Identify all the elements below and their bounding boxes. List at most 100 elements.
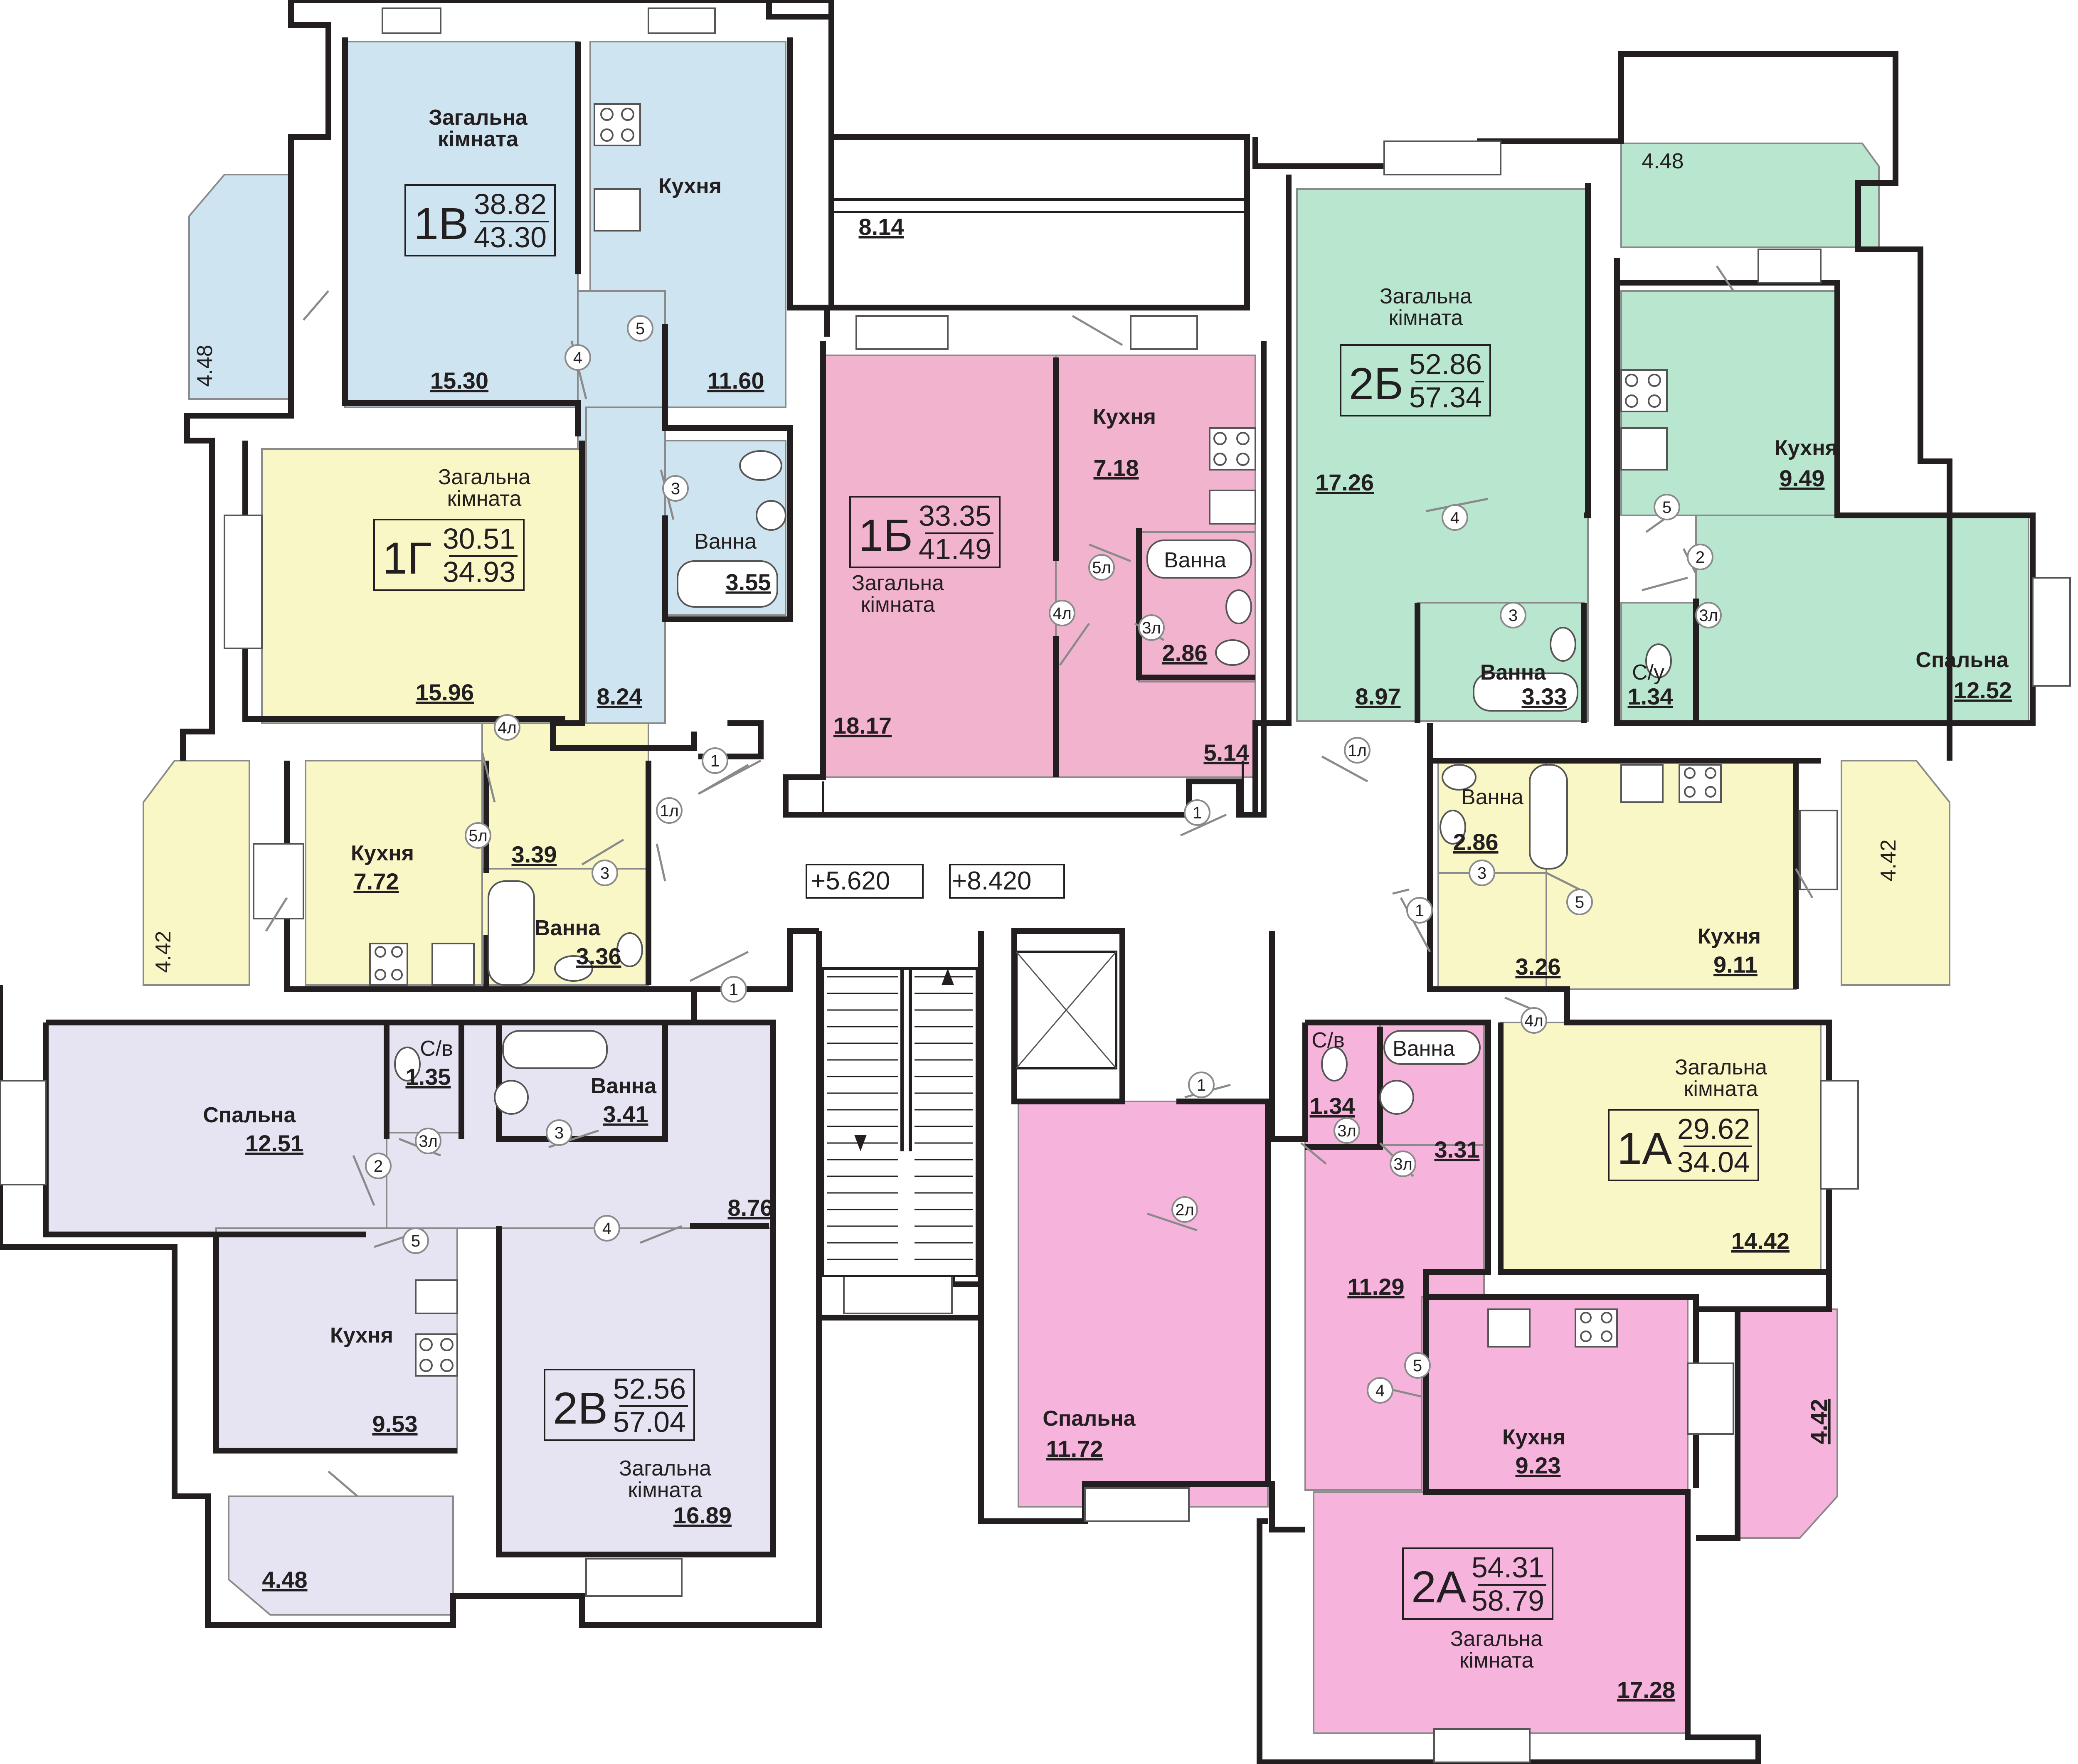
door-marker-label: 3л [1142,619,1161,637]
balcony-area: 4.48 [262,1567,308,1593]
room-1a-kitchen [1546,760,1797,990]
door-marker-circle [1334,1117,1360,1144]
door-marker-circle [1049,600,1075,626]
door-marker-circle [402,1227,429,1254]
balcony-2v [228,1495,454,1616]
unit-1g-box [373,519,525,591]
door-marker-circle [627,315,653,342]
door-marker-circle [465,822,491,849]
room-area: 9.23 [1516,1452,1561,1478]
door-marker-circle [1695,602,1722,628]
room-name: Ванна [535,916,601,940]
room-name: Кухня [1698,924,1761,949]
room-1v-living [344,41,579,408]
door-marker-circle [1344,737,1371,764]
door-marker-label: 5 [1575,893,1584,912]
room-name: Ванна [1393,1037,1455,1061]
unit-2v-total-area: 57.04 [613,1406,686,1438]
room-1a-living [1500,1022,1822,1273]
unit-1v-living-area: 38.82 [474,188,547,220]
room-1b-living [824,355,1057,778]
door-marker-label: 3 [600,864,609,882]
door-marker-circle [592,860,618,886]
door-marker-circle [415,1128,441,1154]
stair [822,967,978,1277]
room-name: Ванна [591,1074,657,1098]
room-name: кімната [438,127,519,151]
unit-1b-box [849,496,1001,568]
balcony-1a [1841,760,1950,986]
level-marker-1: +5.620 [811,867,890,895]
door-marker-label: 1 [729,981,738,999]
door-marker-circle [702,747,728,774]
unit-1a-box [1608,1109,1759,1181]
room-name: кімната [628,1478,703,1502]
door-marker-label: 5 [411,1232,420,1250]
room-area: 15.30 [430,367,488,394]
door-marker-label: 3 [1477,864,1486,882]
door-marker-label: 5л [468,827,488,845]
room-area: 11.72 [1046,1436,1103,1462]
unit-2a-box [1402,1547,1553,1620]
level-markers: +5.620 +8.420 [806,864,1065,899]
room-area: 17.26 [1316,469,1374,495]
door-marker-circle [494,714,520,741]
balcony-1g [143,760,250,986]
room-name: Кухня [351,841,414,865]
room-area: 1.35 [406,1064,451,1090]
door-marker-label: 5 [636,320,645,338]
balcony-area: 4.48 [1642,149,1684,173]
room-area: 14.42 [1731,1228,1790,1254]
unit-2b-total-area: 57.34 [1409,381,1482,414]
room-name: Загальна [619,1456,711,1481]
room-1a-hall [1437,872,1547,990]
door-marker-circle [1390,1151,1416,1177]
room-area: 3.26 [1516,953,1561,980]
room-name: Загальна [1675,1055,1767,1079]
room-1v-hall2 [585,407,666,724]
room-name: Кухня [1502,1425,1565,1449]
room-name: кімната [1389,306,1463,330]
room-area: 15.96 [416,679,474,705]
elevator [1015,951,1117,1069]
room-2a-bedroom [1018,1101,1269,1508]
door-marker-circle [1442,504,1468,531]
door-marker-circle [1469,860,1495,886]
door-marker-circle [1654,494,1680,520]
room-area: 7.72 [354,868,399,894]
unit-2v-box [544,1369,695,1441]
door-marker-label: 5 [1413,1357,1422,1375]
room-name: кімната [447,487,522,511]
door-marker-label: 4л [498,719,517,737]
apartment-1a [1437,760,1950,1273]
room-name: Ванна [1480,660,1546,685]
unit-2b-living-area: 52.86 [1409,348,1482,380]
door-marker-circle [1404,1352,1431,1379]
room-1g-living [261,448,583,724]
door-marker-label: 1 [1197,1076,1206,1094]
door-marker-circle [1138,614,1165,641]
unit-2v-id: 2В [553,1383,608,1433]
room-area: 8.97 [1356,683,1401,710]
room-name: С/в [420,1037,453,1061]
room-name: С/у [1632,660,1664,685]
door-marker-circle [1171,1196,1198,1223]
unit-2a-living-area: 54.31 [1472,1551,1544,1584]
door-marker-label: 2 [1696,548,1705,567]
unit-1g-total-area: 34.93 [443,556,515,588]
door-marker-label: 1л [1348,742,1367,760]
room-name: кімната [1459,1648,1534,1673]
unit-1v-id: 1В [414,198,468,249]
room-area: 9.53 [372,1411,418,1437]
door-marker-circle [1687,544,1713,570]
door-marker-circle [1500,602,1526,628]
door-marker-label: 5 [1662,498,1671,517]
balcony-area: 4.48 [193,345,217,387]
room-area: 18.17 [833,712,892,739]
unit-2b-box [1340,344,1491,416]
door-marker-label: 4 [602,1220,611,1238]
balcony-area: 8.14 [859,214,904,240]
door-marker-label: 1л [660,802,679,820]
